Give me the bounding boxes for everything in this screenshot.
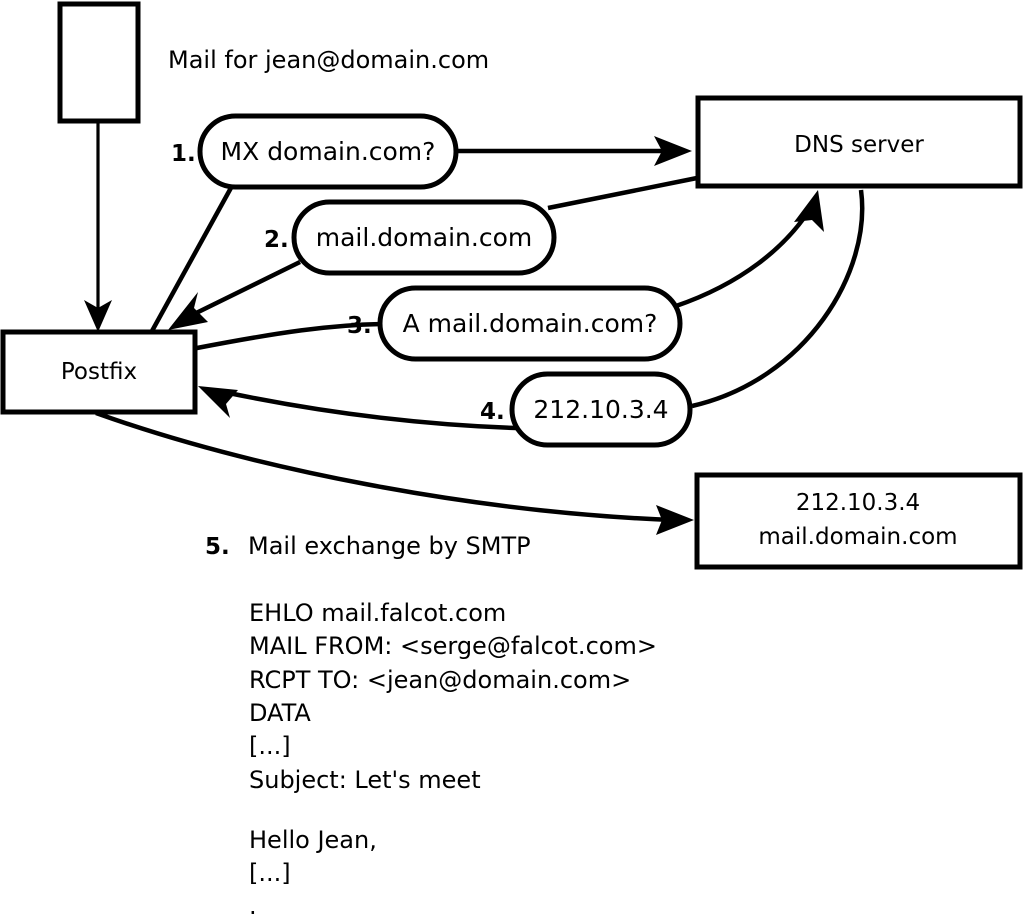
step-number-1: 1.: [171, 141, 196, 167]
smtp-line-3: RCPT TO: <jean@domain.com>: [249, 666, 631, 694]
smtp-line-1: EHLO mail.falcot.com: [249, 599, 506, 627]
bubble-step2-label: mail.domain.com: [316, 223, 532, 252]
smtp-line-10: .: [249, 892, 257, 919]
dns-server-box-label: DNS server: [794, 132, 924, 158]
smtp-line-5: [...]: [249, 732, 291, 760]
edge-step3-to-dns: [675, 190, 824, 309]
mail-for-caption: Mail for jean@domain.com: [168, 46, 489, 74]
bubble-step1: [197, 113, 459, 190]
postfix-box: [0, 329, 198, 415]
bubble-step4: [509, 371, 693, 448]
edge-sender-to-postfix: [84, 122, 112, 332]
edge-step1-to-dns: [458, 136, 692, 166]
step-number-5: 5.: [205, 534, 230, 560]
step-number-3: 3.: [347, 313, 372, 339]
step-number-4: 4.: [480, 399, 505, 425]
edge-step1-tail: [150, 184, 234, 333]
smtp-line-9: [...]: [249, 859, 291, 887]
smtp-line-4: DATA: [249, 699, 311, 727]
edge-step2-to-postfix: [168, 259, 302, 330]
smtp-line-2: MAIL FROM: <serge@falcot.com>: [249, 632, 657, 660]
step-5-label: Mail exchange by SMTP: [248, 532, 531, 560]
edge-postfix-to-step3: [196, 321, 383, 351]
bubble-step4-label: 212.10.3.4: [533, 395, 668, 424]
dns-server-box: [695, 95, 1023, 189]
target-mx-ip-label: 212.10.3.4: [796, 490, 920, 516]
step-number-2: 2.: [264, 227, 289, 253]
bubble-step3: [377, 285, 683, 362]
bubble-step3-label: A mail.domain.com?: [403, 309, 658, 338]
edge-dns-to-step2: [547, 175, 698, 211]
smtp-transcript: EHLO mail.falcot.com MAIL FROM: <serge@f…: [249, 599, 657, 919]
edge-dns-to-step4: [691, 189, 865, 409]
sender-box: [57, 1, 141, 124]
edge-step4-to-postfix: [198, 386, 517, 431]
smtp-line-8: Hello Jean,: [249, 826, 377, 854]
target-mx-host-label: mail.domain.com: [758, 524, 957, 550]
target-mx-box: [694, 472, 1023, 570]
bubble-step2: [291, 199, 557, 276]
smtp-line-6: Subject: Let's meet: [249, 766, 481, 794]
edge-postfix-to-target: [95, 410, 694, 535]
bubble-step1-label: MX domain.com?: [221, 137, 436, 166]
postfix-box-label: Postfix: [61, 359, 137, 385]
